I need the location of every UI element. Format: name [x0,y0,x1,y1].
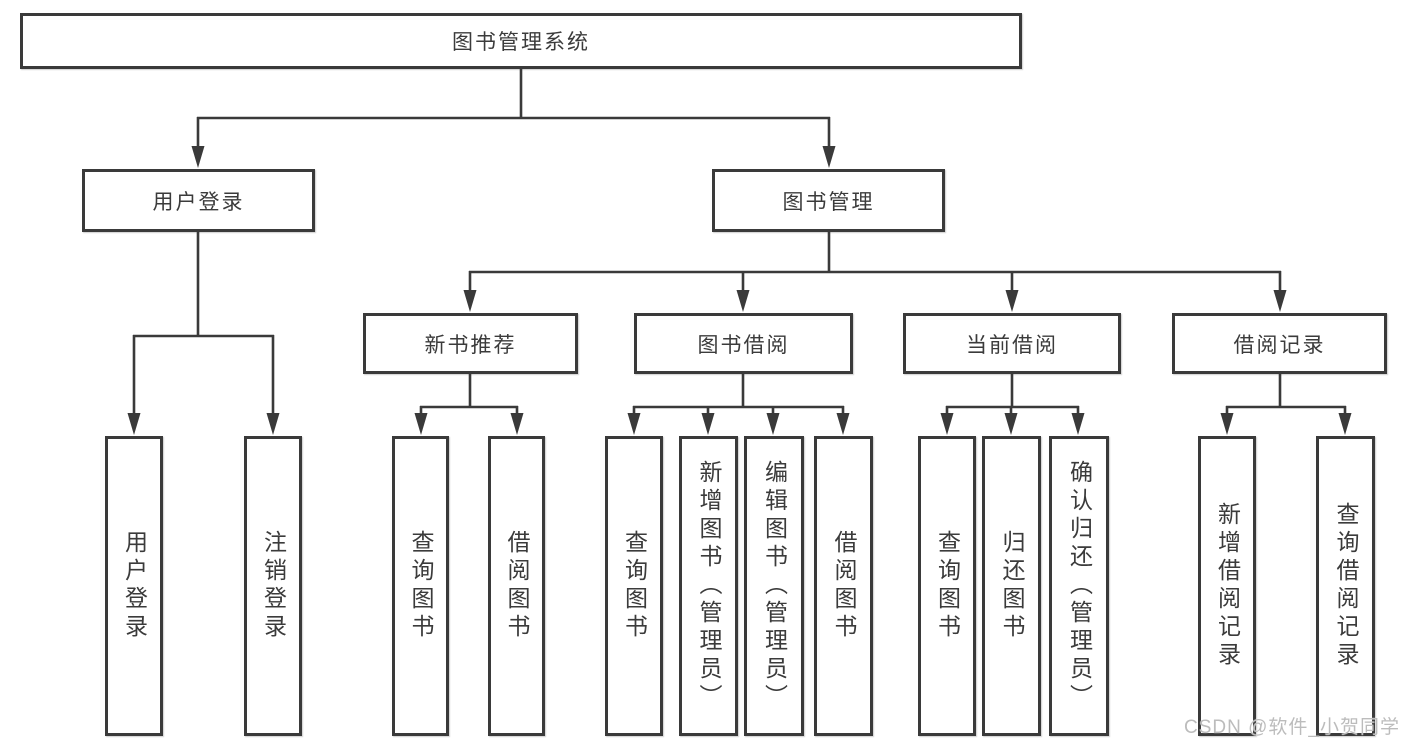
node-book-borrowing: 图书借阅 [634,313,853,374]
node-user-login: 用户登录 [82,169,315,232]
node-label: 图书借阅 [697,333,790,357]
leaf-query-books-borrow: 查询图书 [605,436,663,736]
leaf-label: 确认归还（管理员） [1066,460,1093,712]
node-label: 用户登录 [152,190,245,214]
leaf-label: 归还图书 [999,530,1025,642]
leaf-label: 查询借阅记录 [1333,502,1359,670]
leaf-user-login: 用户登录 [105,436,163,736]
node-label: 图书管理 [782,190,875,214]
leaf-label: 查询图书 [934,530,961,642]
node-label: 新书推荐 [424,333,517,357]
leaf-query-books-current: 查询图书 [918,436,976,736]
leaf-label: 查询图书 [408,530,434,642]
leaf-label: 借阅图书 [504,530,530,642]
leaf-label: 用户登录 [121,530,148,642]
leaf-label: 新增借阅记录 [1214,502,1241,670]
leaf-confirm-return-admin: 确认归还（管理员） [1049,436,1109,736]
node-label: 当前借阅 [966,333,1058,357]
leaf-borrow-books-recommend: 借阅图书 [488,436,545,736]
leaf-add-books-admin: 新增图书（管理员） [679,436,738,736]
leaf-query-borrow-record: 查询借阅记录 [1316,436,1375,736]
leaf-label: 借阅图书 [831,530,857,642]
node-current-borrowing: 当前借阅 [903,313,1121,374]
node-new-book-recommendation: 新书推荐 [363,313,578,374]
leaf-add-borrow-record: 新增借阅记录 [1198,436,1256,736]
node-library-management-system: 图书管理系统 [20,13,1022,69]
node-borrowing-records: 借阅记录 [1172,313,1387,374]
node-label: 借阅记录 [1233,333,1326,357]
leaf-label: 注销登录 [260,530,287,642]
leaf-label: 新增图书（管理员） [696,460,722,712]
node-label: 图书管理系统 [452,31,590,54]
leaf-edit-books-admin: 编辑图书（管理员） [744,436,804,736]
watermark: CSDN @软件_小贺同学 [1184,717,1400,738]
leaf-label: 编辑图书（管理员） [761,460,788,712]
leaf-query-books-recommend: 查询图书 [392,436,449,736]
leaf-label: 查询图书 [621,530,648,642]
leaf-borrow-books: 借阅图书 [814,436,873,736]
node-book-management: 图书管理 [712,169,945,232]
leaf-logout: 注销登录 [244,436,302,736]
leaf-return-books: 归还图书 [982,436,1041,736]
